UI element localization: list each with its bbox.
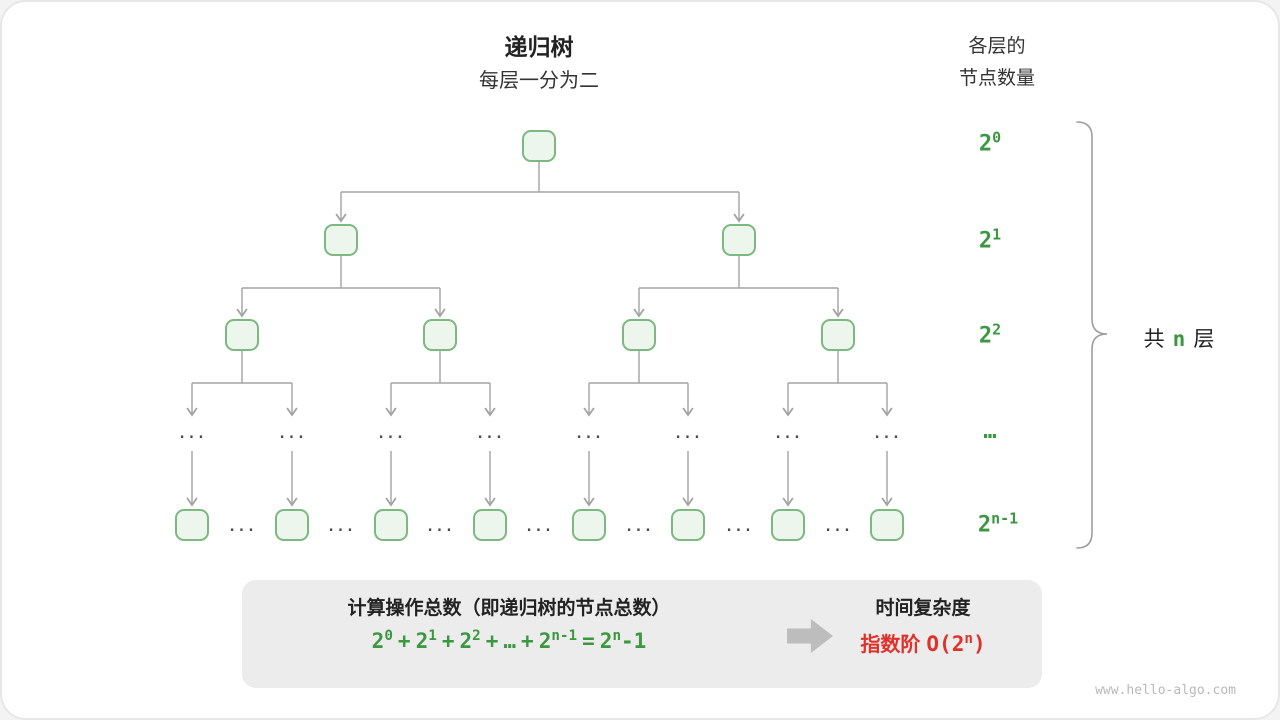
tree-node: [374, 509, 408, 541]
level-count-header-line1: 各层的: [968, 36, 1026, 57]
level-count-1: 21: [978, 225, 1002, 254]
level-count-n-1: 2n-1: [977, 509, 1019, 538]
ellipsis: ...: [227, 519, 257, 535]
ellipsis: ...: [773, 426, 803, 442]
ellipsis: ...: [624, 519, 654, 535]
ellipsis: ...: [177, 426, 207, 442]
tree-node: [771, 509, 805, 541]
tree-node: [473, 509, 507, 541]
level-count-header-line2: 节点数量: [958, 68, 1035, 89]
time-complexity-title: 时间复杂度: [875, 598, 971, 619]
ellipsis: ...: [872, 426, 902, 442]
tree-node: [225, 319, 259, 351]
ellipsis: ...: [326, 519, 356, 535]
watermark: www.hello-algo.com: [1095, 683, 1236, 698]
level-count-0: 20: [978, 128, 1002, 157]
ellipsis: ...: [524, 519, 554, 535]
tree-node: [622, 319, 656, 351]
tree-node: [572, 509, 606, 541]
ellipsis: ...: [425, 519, 455, 535]
level-count-2: 22: [978, 320, 1002, 349]
tree-node-root: [522, 130, 556, 162]
tree-node: [423, 319, 457, 351]
ellipsis: ...: [277, 426, 307, 442]
tree-node: [324, 224, 358, 256]
operation-total-title: 计算操作总数（即递归树的节点总数）: [347, 598, 671, 619]
ellipsis: ...: [823, 519, 853, 535]
ellipsis: ...: [673, 426, 703, 442]
tree-node: [722, 224, 756, 256]
operation-total-formula: 20+21+22+…+2n-1=2n-1: [371, 628, 647, 653]
tree-node: [821, 319, 855, 351]
summary-box: 计算操作总数（即递归树的节点总数） 20+21+22+…+2n-1=2n-1 时…: [242, 580, 1042, 688]
figure-subtitle: 每层一分为二: [479, 70, 599, 92]
tree-node: [275, 509, 309, 541]
tree-node: [175, 509, 209, 541]
tree-node: [870, 509, 904, 541]
ellipsis: ...: [475, 426, 505, 442]
ellipsis: ...: [574, 426, 604, 442]
level-count-ellipsis: …: [983, 419, 997, 444]
ellipsis: ...: [376, 426, 406, 442]
tree-node: [671, 509, 705, 541]
ellipsis: ...: [724, 519, 754, 535]
levels-brace: [1076, 121, 1108, 549]
figure-title: 递归树: [504, 34, 574, 60]
